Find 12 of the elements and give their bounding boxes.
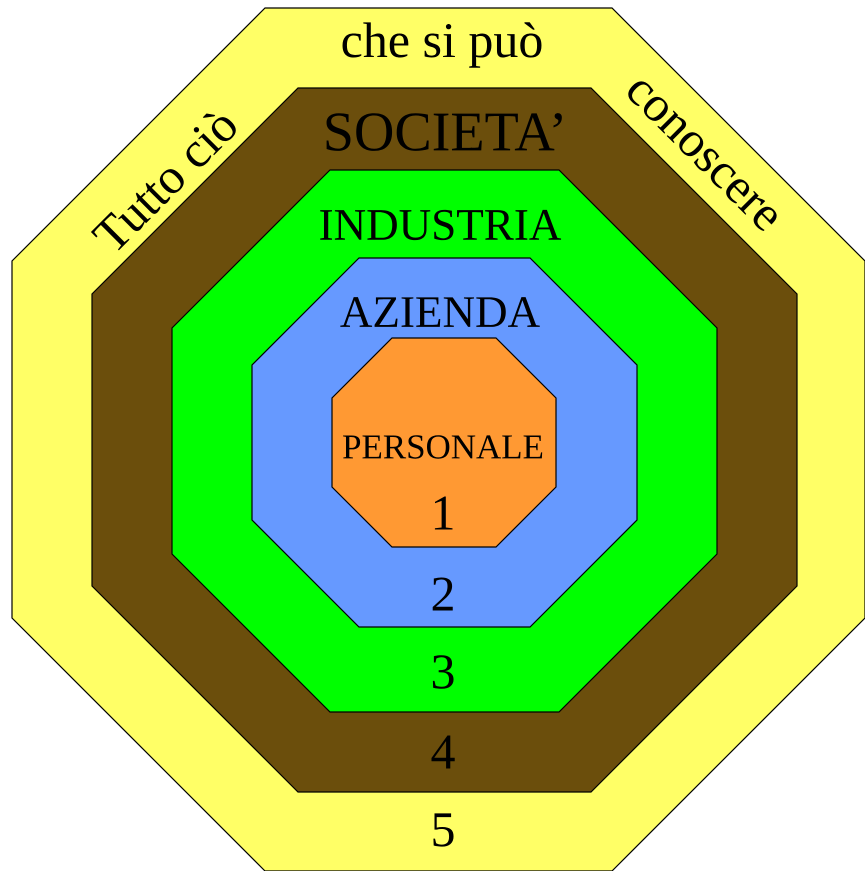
ring-number: 3 bbox=[432, 655, 454, 689]
ring-number: 2 bbox=[432, 577, 453, 611]
octagon bbox=[331, 337, 557, 548]
ring-label: Tutto ciò bbox=[90, 114, 236, 250]
ring-label: che si può bbox=[342, 22, 542, 68]
ring-number: 1 bbox=[434, 496, 452, 530]
ring-label: PERSONALE bbox=[343, 435, 542, 459]
ring-number: 5 bbox=[433, 813, 454, 847]
ring-label: AZIENDA bbox=[340, 297, 540, 327]
ring-label: SOCIETA’ bbox=[326, 113, 562, 151]
ring-label: INDUSTRIA bbox=[320, 210, 562, 240]
ring-number: 4 bbox=[431, 736, 455, 768]
